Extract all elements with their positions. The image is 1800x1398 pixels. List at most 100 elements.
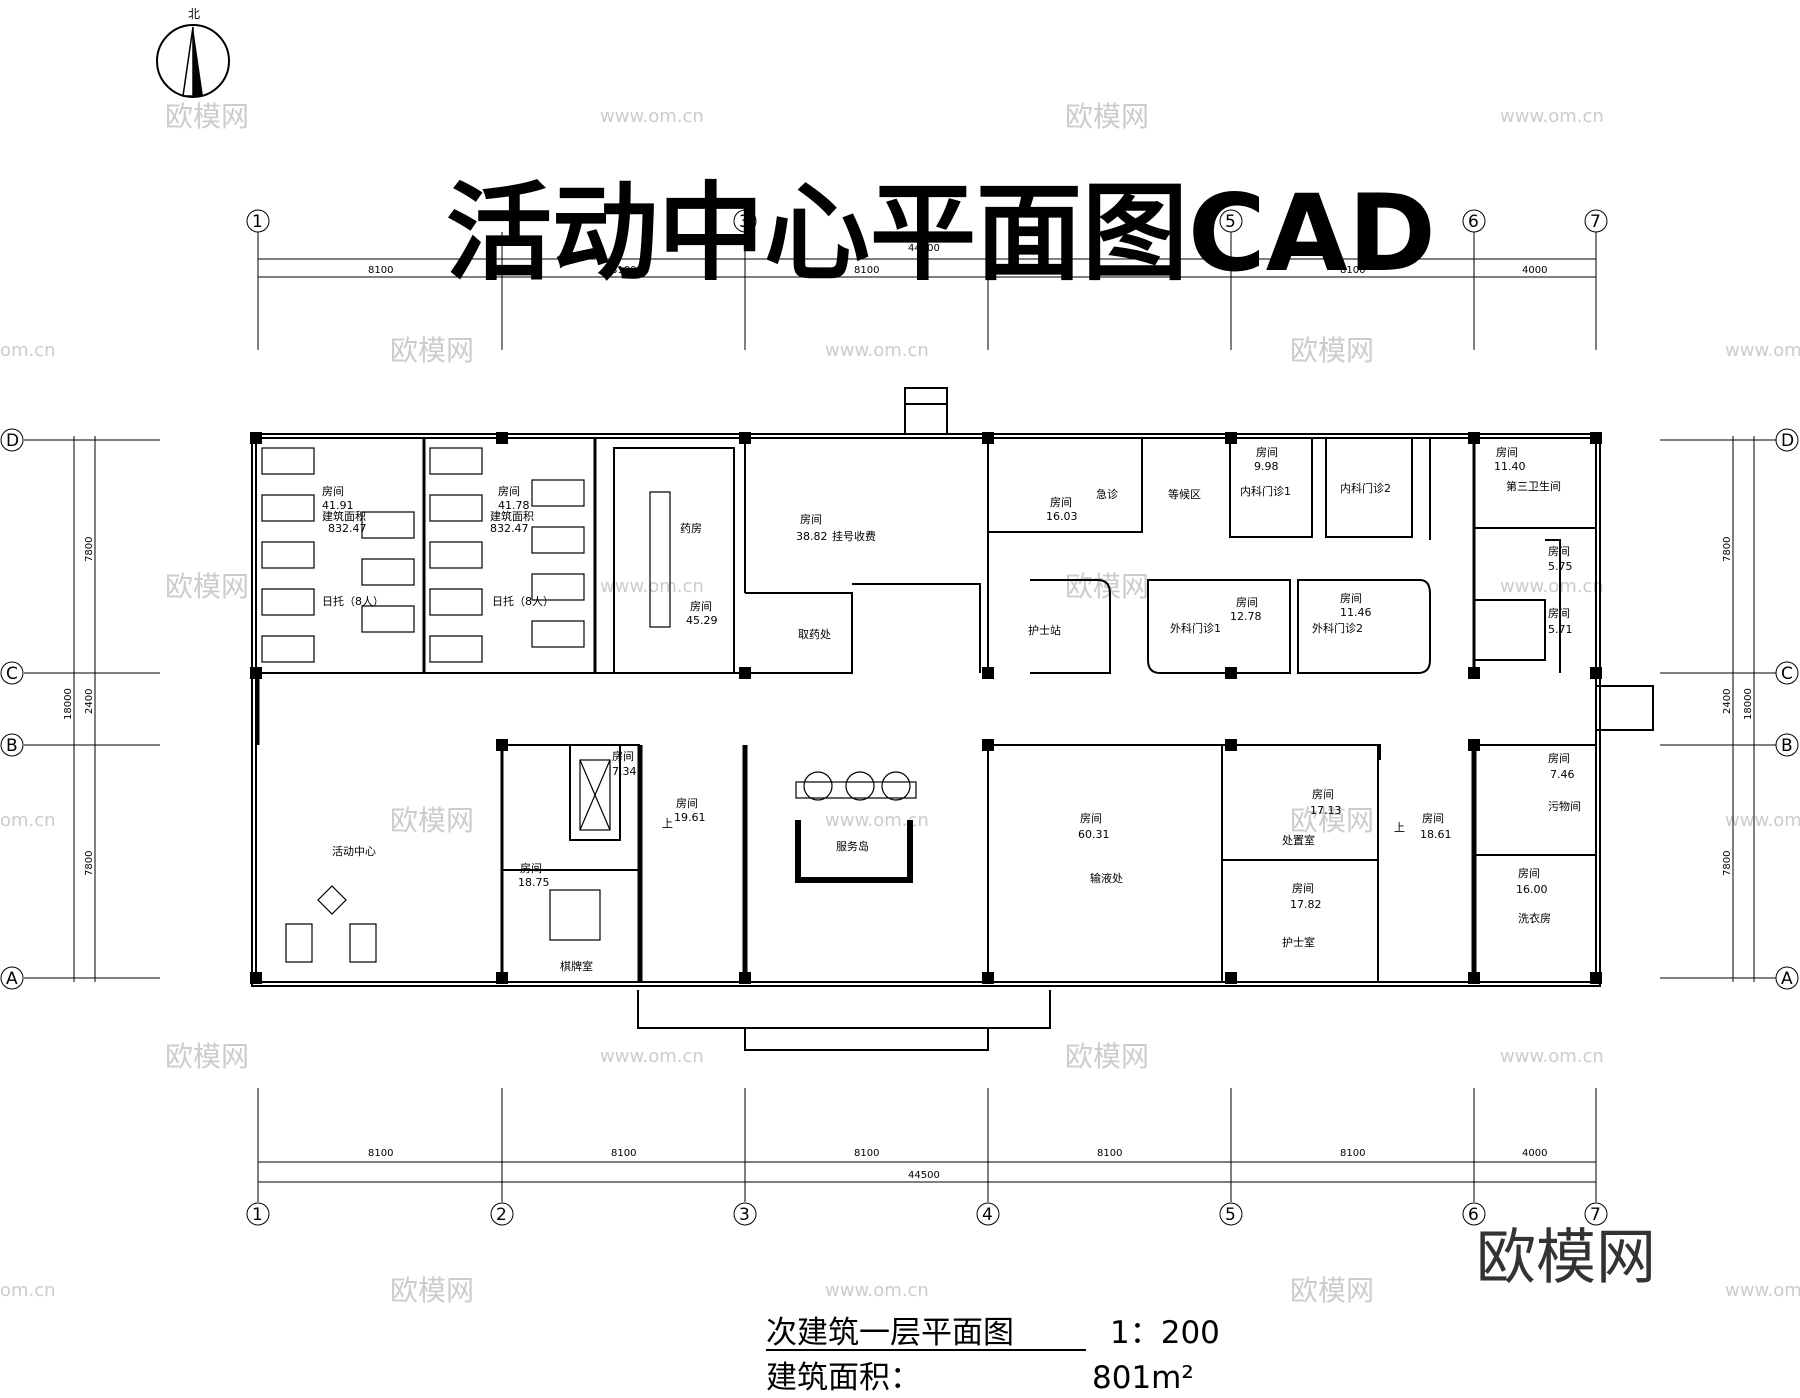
axis-bubble: B	[1775, 733, 1799, 757]
building-walls	[251, 387, 1654, 1051]
svg-text:建筑面积: 建筑面积	[322, 509, 366, 523]
svg-text:3: 3	[739, 212, 750, 232]
north-arrow: 北	[156, 7, 230, 98]
svg-text:17.13: 17.13	[1310, 804, 1342, 817]
side-dimension-text: 7800 2400 7800 18000 7800 2400 7800 1800…	[63, 537, 1754, 876]
exterior-wall	[251, 433, 1601, 987]
watermark-logo: 欧模网	[390, 334, 474, 367]
watermark-logo: 欧模网	[1065, 100, 1149, 133]
svg-text:8100: 8100	[368, 265, 393, 276]
axis-bubble: 6	[1462, 209, 1486, 233]
svg-text:18000: 18000	[63, 688, 74, 720]
svg-text:房间: 房间	[1236, 596, 1258, 609]
svg-text:洗衣房: 洗衣房	[1518, 911, 1551, 925]
svg-text:A: A	[6, 969, 18, 989]
svg-text:外科门诊2: 外科门诊2	[1312, 621, 1363, 635]
svg-text:16.03: 16.03	[1046, 510, 1078, 523]
svg-text:5: 5	[1225, 212, 1236, 232]
axis-bubble: 7	[1584, 209, 1608, 233]
svg-text:护士站: 护士站	[1028, 623, 1061, 637]
svg-text:护士室: 护士室	[1282, 935, 1315, 949]
svg-text:4000: 4000	[1522, 1148, 1547, 1159]
svg-text:7800: 7800	[1722, 851, 1733, 876]
watermark-logo: 欧模网	[165, 570, 249, 603]
svg-text:8100: 8100	[368, 1148, 393, 1159]
svg-text:5: 5	[1225, 1205, 1236, 1225]
plant-icon	[317, 885, 347, 915]
south-terrace	[637, 990, 1051, 1029]
watermark-url: www.om.cn	[825, 340, 929, 361]
svg-text:11.40: 11.40	[1494, 460, 1526, 473]
watermark-url: www.om.cn	[600, 1046, 704, 1067]
axis-bubble: 3	[733, 1202, 757, 1226]
svg-text:房间: 房间	[690, 600, 712, 613]
watermark-logo: 欧模网	[165, 100, 249, 133]
svg-text:7800: 7800	[84, 537, 95, 562]
svg-text:上: 上	[662, 817, 673, 830]
watermark-url: www.om.cn	[600, 576, 704, 597]
svg-text:7.46: 7.46	[1550, 768, 1575, 781]
svg-text:房间: 房间	[1080, 812, 1102, 825]
watermark-url: www.om.cn	[1500, 576, 1604, 597]
svg-text:8100: 8100	[854, 265, 879, 276]
svg-text:活动中心: 活动中心	[332, 845, 376, 858]
svg-text:房间: 房间	[612, 750, 634, 763]
svg-text:房间: 房间	[800, 513, 822, 526]
north-entrance	[904, 387, 948, 435]
svg-text:污物间: 污物间	[1548, 799, 1581, 813]
svg-text:7: 7	[1590, 1205, 1601, 1225]
svg-text:18.61: 18.61	[1420, 828, 1452, 841]
axis-bubble: C	[1775, 661, 1799, 685]
svg-text:日托（8人）: 日托（8人）	[322, 594, 384, 608]
svg-text:内科门诊1: 内科门诊1	[1240, 484, 1291, 498]
svg-text:19.61: 19.61	[674, 811, 706, 824]
watermark-url: www.om.cn	[1725, 340, 1800, 361]
svg-text:8100: 8100	[611, 1148, 636, 1159]
bottom-axis-bubbles: 1 2 3 4 5 6 7	[246, 1202, 1608, 1226]
watermark-url: www.om.cn	[1500, 106, 1604, 127]
watermark-logo: 欧模网	[1290, 1274, 1374, 1307]
svg-text:2400: 2400	[84, 689, 95, 714]
north-label: 北	[188, 7, 200, 21]
svg-text:外科门诊1: 外科门诊1	[1170, 621, 1221, 635]
svg-text:3: 3	[739, 1205, 750, 1225]
axis-bubble: 2	[490, 1202, 514, 1226]
watermark-logo: 欧模网	[1065, 570, 1149, 603]
svg-text:41.91: 41.91	[322, 499, 354, 512]
svg-text:房间: 房间	[1256, 446, 1278, 459]
svg-text:6: 6	[1468, 212, 1479, 232]
svg-text:1: 1	[252, 1205, 263, 1225]
svg-text:5.75: 5.75	[1548, 560, 1573, 573]
east-entrance	[1595, 685, 1654, 731]
brand-logo: 欧模网	[1476, 1223, 1656, 1293]
watermark-logo: 欧模网	[165, 1040, 249, 1073]
area-value: 801m²	[1092, 1360, 1194, 1396]
svg-text:832.47: 832.47	[328, 522, 367, 535]
side-axis-bubbles: D C B A D C B A	[0, 428, 1799, 990]
svg-text:7.34: 7.34	[612, 765, 637, 778]
svg-text:挂号收费: 挂号收费	[832, 529, 876, 543]
svg-text:7800: 7800	[84, 851, 95, 876]
svg-text:房间: 房间	[322, 485, 344, 498]
side-dimension-lines	[24, 436, 1776, 982]
drawing-footer: 次建筑一层平面图 1：200 建筑面积： 801m²	[766, 1315, 1220, 1396]
axis-bubble: D	[0, 428, 24, 452]
svg-text:C: C	[6, 664, 18, 684]
svg-text:832.47: 832.47	[490, 522, 529, 535]
watermark-layer: 欧模网 www.om.cn 欧模网 www.om.cn om.cn 欧模网 ww…	[0, 100, 1800, 1307]
svg-text:房间: 房间	[1518, 867, 1540, 880]
svg-text:45.29: 45.29	[686, 614, 718, 627]
svg-text:房间: 房间	[1496, 446, 1518, 459]
svg-text:房间: 房间	[1548, 545, 1570, 558]
svg-text:18000: 18000	[1743, 688, 1754, 720]
svg-text:44500: 44500	[908, 243, 940, 254]
watermark-logo: 欧模网	[390, 1274, 474, 1307]
svg-text:日托（8人）: 日托（8人）	[492, 594, 554, 608]
svg-text:7: 7	[1590, 212, 1601, 232]
watermark-url: www.om.cn	[1725, 810, 1800, 831]
svg-text:9.98: 9.98	[1254, 460, 1279, 473]
svg-text:第三卫生间: 第三卫生间	[1506, 479, 1561, 493]
watermark-url: om.cn	[0, 340, 56, 361]
svg-text:输液处: 输液处	[1090, 871, 1123, 885]
